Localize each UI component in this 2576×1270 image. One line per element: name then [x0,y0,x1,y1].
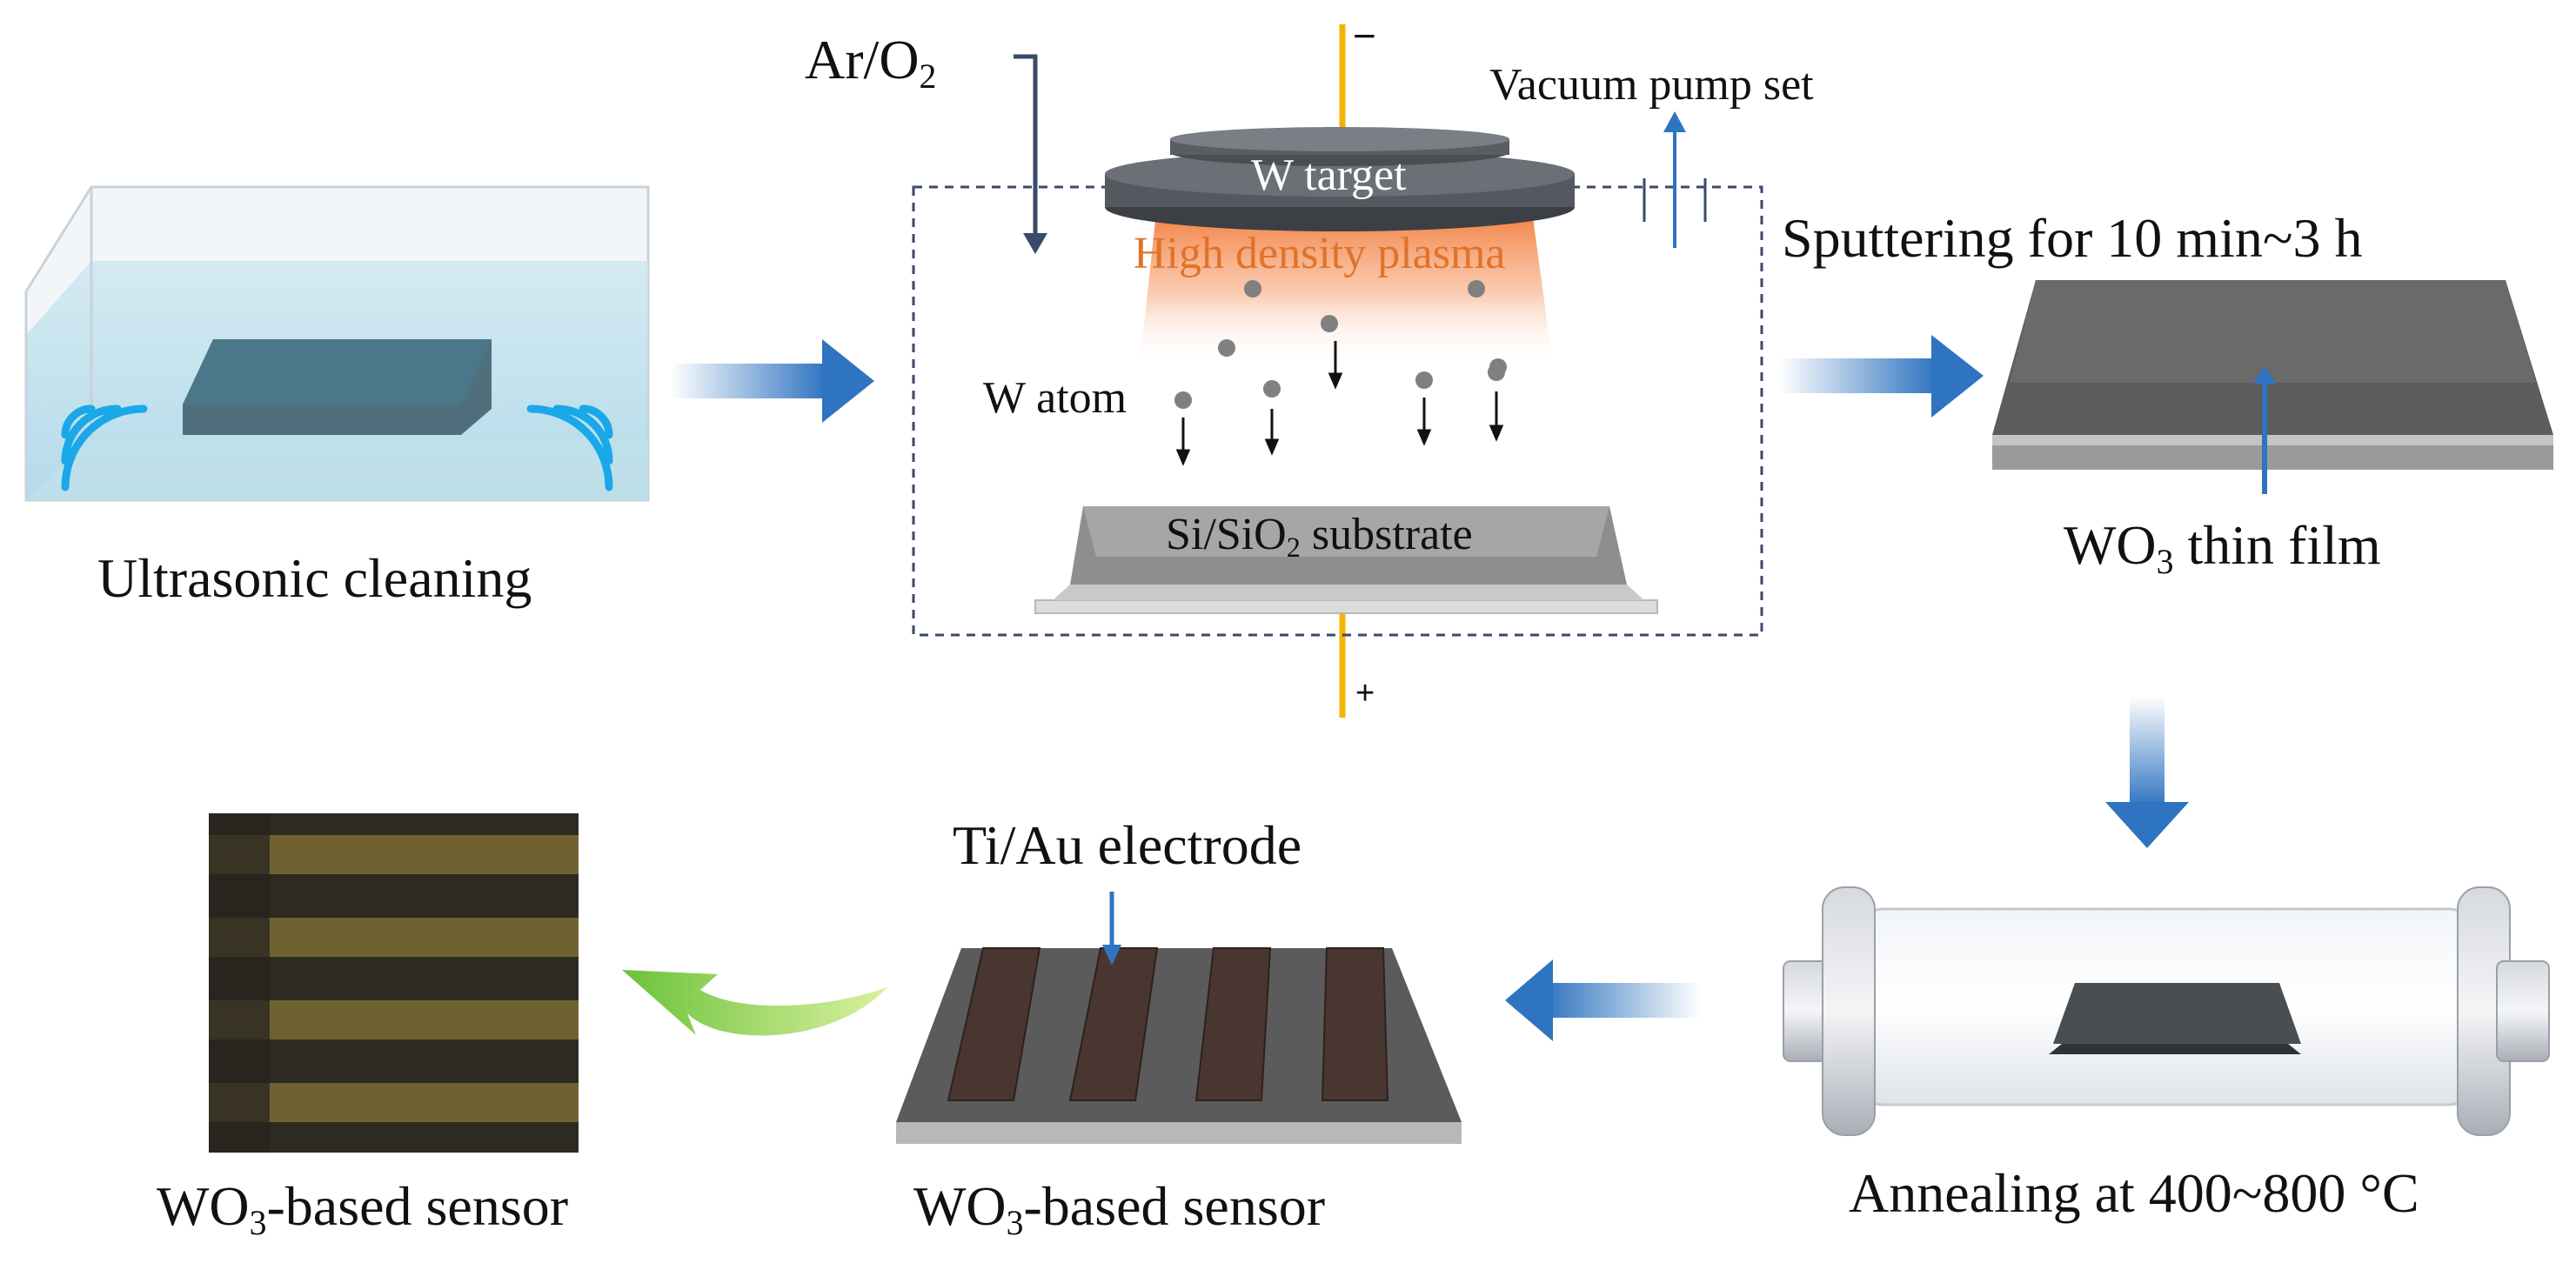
step-label-sputtering: Sputtering for 10 min~3 h [1782,207,2363,269]
ultrasound-wave-icon [61,404,613,491]
w-atom-label: W atom [983,373,1127,423]
step-label-thin-film: WO3 thin film [2064,514,2381,582]
step-label-annealing: Annealing at 400~800 °C [1849,1162,2419,1224]
thin-film-icon [1992,280,2553,494]
ultrasonic-bath-icon [24,185,650,502]
step-label-sensor-device: WO3-based sensor [913,1175,1326,1243]
gas-inlet-label: Ar/O2 [805,29,937,97]
flow-arrow-icon [2105,696,2189,848]
step-label-sensor-photo: WO3-based sensor [157,1175,569,1243]
substrate-label: Si/SiO2 substrate [1166,510,1473,564]
tube-furnace-icon [1783,886,2550,1136]
electrode-label: Ti/Au electrode [953,814,1302,876]
w-target-label: W target [1251,150,1407,200]
plasma-label: High density plasma [1134,229,1506,278]
curved-arrow-icon [622,970,887,1036]
sputter-chamber-icon [912,24,1763,718]
electrode-device-icon [896,892,1462,1144]
vacuum-pump-label: Vacuum pump set [1489,60,1814,110]
sensor-photo-icon [209,813,579,1153]
flow-arrow-icon [1779,335,1984,418]
cathode-minus-label: − [1353,13,1376,58]
step-label-cleaning: Ultrasonic cleaning [97,547,532,609]
w-atom-icon [1174,280,1507,466]
anode-plus-label: + [1355,675,1375,712]
flow-arrow-icon [670,339,874,423]
flow-arrow-icon [1505,959,1701,1041]
